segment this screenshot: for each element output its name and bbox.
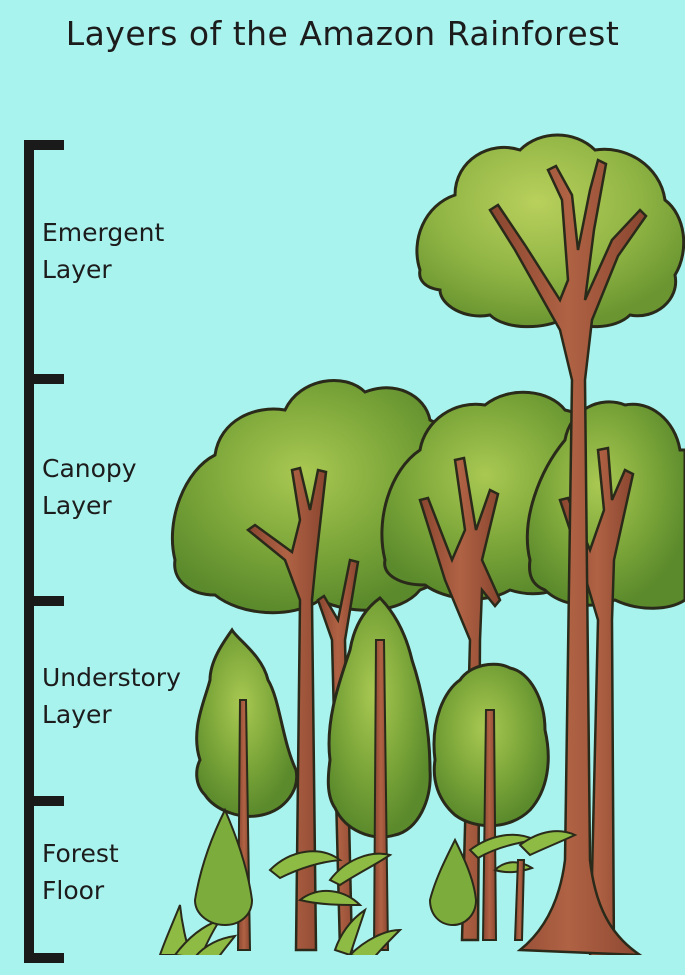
label-canopy-line1: Canopy (42, 450, 137, 487)
poster-title: Layers of the Amazon Rainforest (0, 14, 685, 53)
label-emergent-layer: Emergent Layer (42, 214, 164, 288)
label-emergent-line1: Emergent (42, 214, 164, 251)
ground-line (150, 955, 685, 975)
label-forest-line2: Floor (42, 872, 119, 909)
label-emergent-line2: Layer (42, 251, 164, 288)
label-forest-line1: Forest (42, 835, 119, 872)
label-understory-line2: Layer (42, 696, 181, 733)
label-understory-line1: Understory (42, 659, 181, 696)
label-understory-layer: Understory Layer (42, 659, 181, 733)
label-canopy-line2: Layer (42, 487, 137, 524)
label-forest-floor: Forest Floor (42, 835, 119, 909)
label-canopy-layer: Canopy Layer (42, 450, 137, 524)
